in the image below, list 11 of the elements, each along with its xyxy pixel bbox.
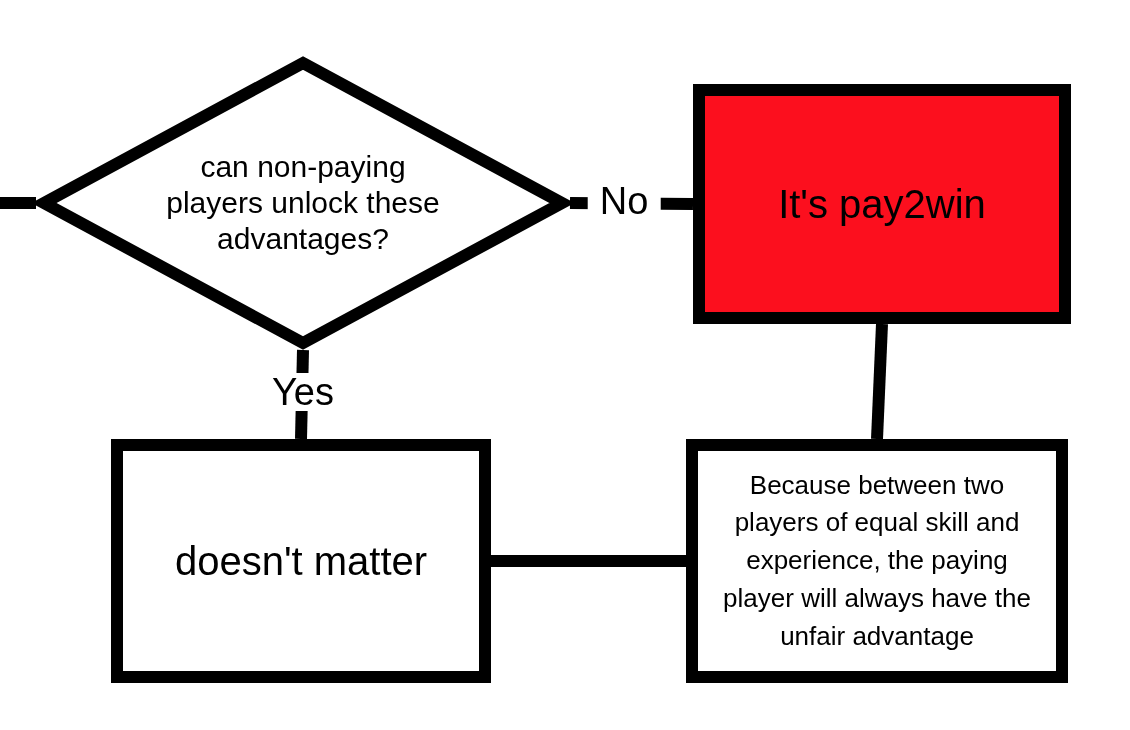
- connector-line: [0, 197, 36, 209]
- node-text: Because between two players of equal skill and experience, the paying player will always have the unfair advantage: [722, 468, 1032, 653]
- connector-line: [871, 323, 888, 440]
- decision-diamond: [36, 56, 570, 350]
- process-box: [686, 439, 1068, 683]
- process-box: [111, 439, 491, 683]
- process-box: [693, 84, 1071, 324]
- connector-line: [491, 555, 686, 567]
- node-text: doesn't matter: [174, 538, 428, 585]
- node-text: It's pay2win: [778, 181, 986, 228]
- node-text: can non-paying players unlock these advantages?: [165, 149, 441, 257]
